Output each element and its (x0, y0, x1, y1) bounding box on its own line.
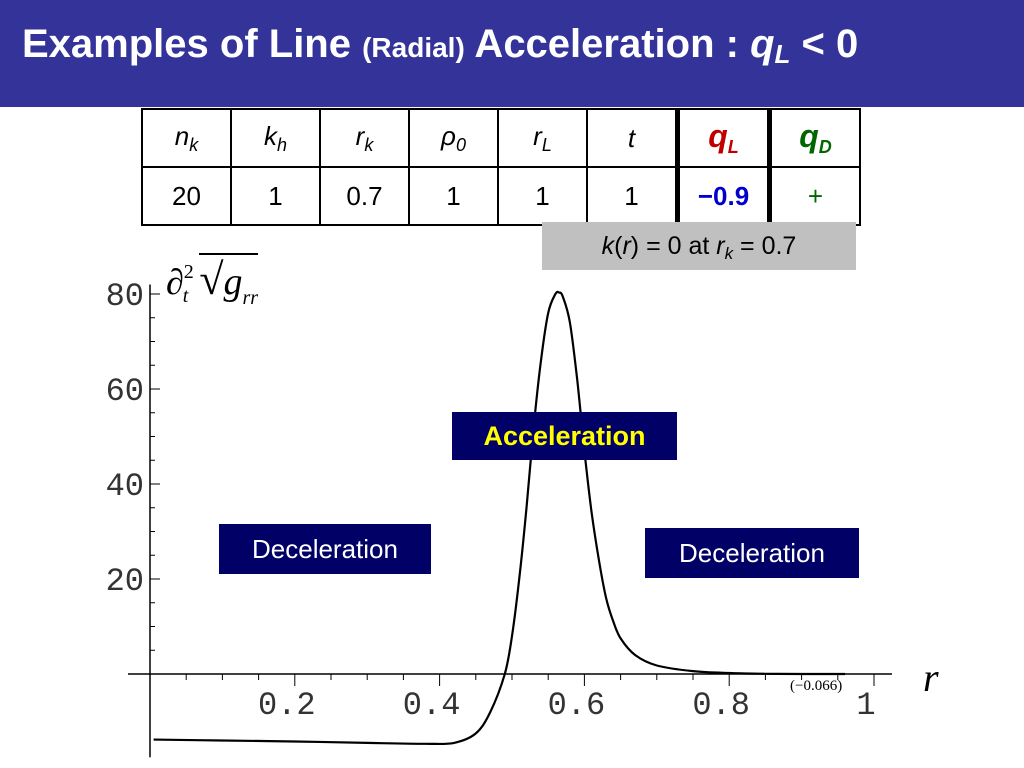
cond-rk: r (716, 232, 725, 260)
title-q: q (750, 22, 775, 66)
y-tick-label: 60 (106, 373, 144, 410)
x-tick-label: 0.8 (692, 687, 750, 724)
title-bar: Examples of Line (Radial) Acceleration :… (0, 0, 1024, 107)
header-ql: qL (675, 108, 771, 168)
cond-text1: ) = 0 at (630, 232, 717, 260)
cond-r: r (622, 232, 631, 260)
value-t: 1 (586, 166, 679, 226)
header-rho0: ρ0 (408, 108, 499, 168)
header-rk: rk (319, 108, 410, 168)
ticks-layer (150, 293, 875, 686)
acceleration-label: Acceleration (452, 412, 677, 460)
header-rl: rL (497, 108, 588, 168)
condition-box: k(r) = 0 at rk = 0.7 (542, 222, 856, 270)
header-nk: nk (141, 108, 232, 168)
series-layer (153, 290, 845, 746)
parameter-value-row: 20 1 0.7 1 1 1 −0.9 + (141, 166, 861, 226)
x-tick-label: 0.6 (548, 687, 606, 724)
value-rho0: 1 (408, 166, 499, 226)
value-nk: 20 (141, 166, 232, 226)
slide-title: Examples of Line (Radial) Acceleration :… (22, 22, 858, 70)
y-tick-label: 80 (106, 278, 144, 315)
y-axis-t: t (182, 285, 189, 307)
y-axis-g-sub: rr (242, 286, 259, 309)
y-axis-label: ∂2t √grr (166, 253, 259, 310)
title-part4: < 0 (790, 22, 859, 66)
series-line-0 (153, 290, 845, 746)
x-tick-label: 0.4 (403, 687, 461, 724)
minimum-value-note: (−0.066) (790, 678, 843, 694)
value-rk: 0.7 (319, 166, 410, 226)
cond-k: k (601, 232, 615, 260)
header-qd: qD (767, 108, 861, 168)
cond-text2: = 0.7 (733, 232, 797, 260)
tick-labels-layer: 20 40 60 80 0.2 0.4 0.6 0.8 1 (106, 278, 876, 724)
title-q-sub: L (774, 39, 791, 69)
x-tick-label: 1 (856, 687, 875, 724)
x-axis-label: r (923, 655, 939, 700)
partial-symbol: ∂ (166, 262, 184, 302)
deceleration-left-label: Deceleration (219, 524, 431, 574)
title-part1: Examples of Line (22, 22, 363, 66)
y-tick-label: 40 (106, 468, 144, 505)
y-axis-g: g (223, 261, 243, 303)
header-t: t (586, 108, 679, 168)
value-kh: 1 (230, 166, 321, 226)
title-radial: (Radial) (362, 32, 465, 63)
axes-layer (128, 284, 892, 758)
y-tick-label: 20 (106, 563, 144, 600)
y-axis-exponent: 2 (183, 261, 194, 283)
sqrt-symbol: √grr (199, 253, 259, 309)
cond-rk-sub: k (724, 244, 734, 263)
header-kh: kh (230, 108, 321, 168)
parameter-header-row: nk kh rk ρ0 rL t qL qD (141, 108, 861, 168)
title-part3: Acceleration : (464, 22, 751, 66)
deceleration-right-label: Deceleration (645, 528, 859, 578)
parameter-table: nk kh rk ρ0 rL t qL qD 20 1 0.7 1 1 1 −0… (141, 108, 861, 226)
value-ql: −0.9 (675, 166, 771, 226)
x-tick-label: 0.2 (258, 687, 316, 724)
